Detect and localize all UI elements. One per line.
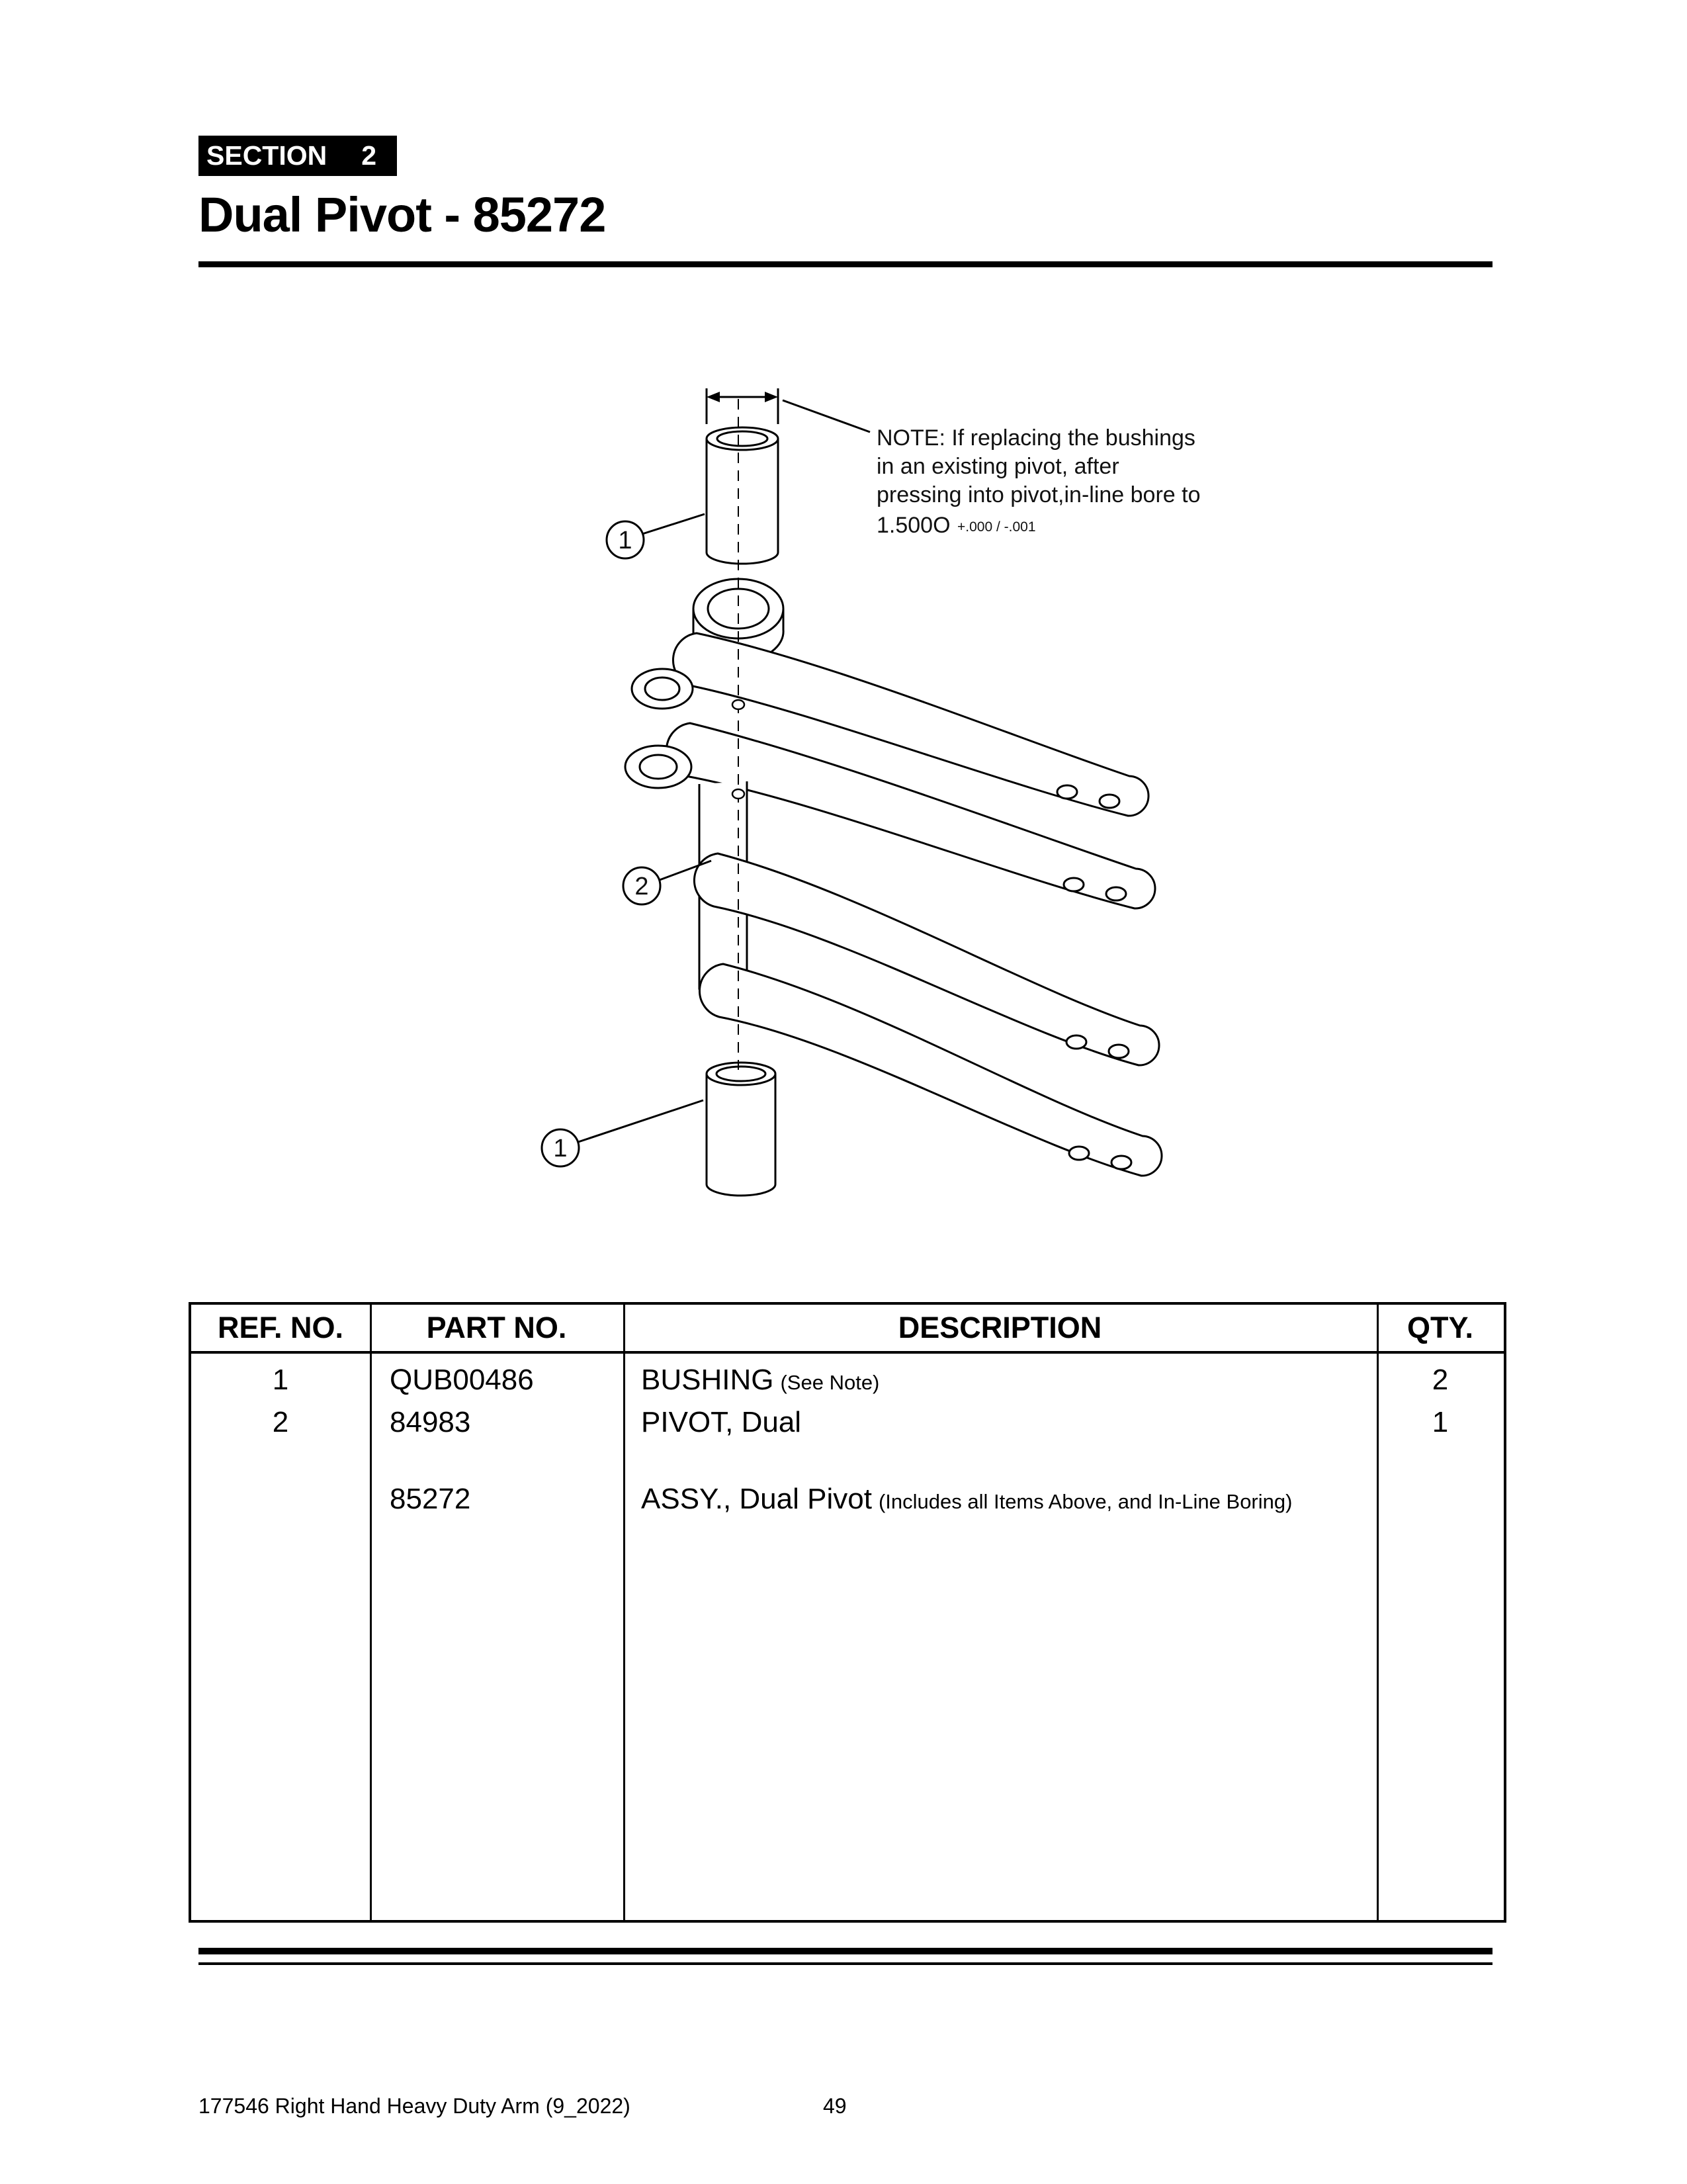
section-badge: SECTION 2	[198, 136, 397, 176]
header-description: DESCRIPTION	[898, 1311, 1102, 1344]
column-separator	[370, 1305, 372, 1920]
note-leader-line	[782, 399, 871, 433]
cell-part-no: 84983	[390, 1406, 471, 1438]
column-separator	[623, 1305, 625, 1920]
cell-part-no: 85272	[390, 1483, 471, 1515]
masthead: SECTION 2 Dual Pivot - 85272	[198, 136, 1492, 267]
table-row: 1 QUB00486 BUSHING (See Note) 2	[191, 1360, 1504, 1403]
exploded-view-diagram: 1 2 1 NOTE: If replacing the bushings in…	[499, 361, 1373, 1270]
header-ref-no: REF. NO.	[217, 1311, 344, 1344]
title-rule	[198, 261, 1492, 267]
description-text: ASSY., Dual Pivot	[641, 1483, 872, 1515]
bottom-double-rule	[198, 1948, 1492, 1965]
column-separator	[1377, 1305, 1379, 1920]
footer-doc-ref: 177546 Right Hand Heavy Duty Arm (9_2022…	[198, 2094, 630, 2118]
note-line-1: NOTE: If replacing the bushings	[877, 425, 1195, 451]
description-text: PIVOT, Dual	[641, 1406, 802, 1438]
cell-ref-no: 2	[272, 1406, 289, 1438]
table-row: 2 84983 PIVOT, Dual 1	[191, 1403, 1504, 1445]
pivot-assembly	[624, 578, 1163, 1177]
callout-1-top: 1	[605, 513, 705, 560]
center-mark-2	[731, 788, 746, 800]
callout-1-bottom-number: 1	[553, 1135, 567, 1162]
section-number: 2	[361, 140, 377, 171]
note-line-4: 1.500O	[877, 513, 951, 538]
description-note: (Includes all Items Above, and In-Line B…	[878, 1490, 1293, 1513]
center-mark-1	[731, 699, 746, 711]
header-part-no: PART NO.	[426, 1311, 567, 1344]
dimension-arrowhead-right	[765, 392, 778, 402]
section-label: SECTION	[206, 140, 327, 171]
cell-qty: 1	[1432, 1406, 1449, 1438]
page-title: Dual Pivot - 85272	[198, 187, 606, 242]
callout-2-number: 2	[634, 873, 648, 900]
parts-table: REF. NO. PART NO. DESCRIPTION QTY. 1 QUB…	[189, 1302, 1506, 1923]
cell-description: ASSY., Dual Pivot (Includes all Items Abo…	[623, 1479, 1377, 1522]
callout-1-bottom: 1	[541, 1099, 704, 1168]
table-header-row: REF. NO. PART NO. DESCRIPTION QTY.	[191, 1305, 1504, 1354]
table-row: 85272 ASSY., Dual Pivot (Includes all Ite…	[191, 1479, 1504, 1522]
note-line-2: in an existing pivot, after	[877, 454, 1119, 479]
cell-description: PIVOT, Dual	[623, 1403, 1377, 1445]
dimension-arrow	[705, 388, 779, 424]
page-footer: 177546 Right Hand Heavy Duty Arm (9_2022…	[198, 2094, 1492, 2123]
dual-pivot-diagram-svg: 1 2 1 NOTE: If replacing the bushings in…	[541, 388, 1201, 1197]
pivot-arm-4	[698, 963, 1163, 1177]
diagram-note: NOTE: If replacing the bushings in an ex…	[877, 425, 1201, 538]
description-note: (See Note)	[780, 1371, 880, 1394]
bottom-bushing	[705, 1061, 777, 1197]
cell-part-no: QUB00486	[390, 1364, 534, 1396]
description-text: BUSHING	[641, 1364, 774, 1396]
pivot-arm-3	[693, 852, 1160, 1067]
cell-ref-no: 1	[272, 1364, 289, 1396]
top-bushing	[705, 426, 779, 565]
table-body: 1 QUB00486 BUSHING (See Note) 2 2 84983 P…	[191, 1354, 1504, 1917]
callout-1-top-number: 1	[618, 527, 632, 554]
cell-qty: 2	[1432, 1364, 1449, 1396]
note-line-3: pressing into pivot,in-line bore to	[877, 482, 1201, 507]
callout-2-middle: 2	[622, 859, 712, 906]
header-qty: QTY.	[1406, 1311, 1474, 1344]
note-tolerance: +.000 / -.001	[957, 519, 1036, 535]
cell-description: BUSHING (See Note)	[623, 1360, 1377, 1403]
footer-page-number: 49	[823, 2094, 847, 2118]
dimension-arrowhead-left	[707, 392, 720, 402]
